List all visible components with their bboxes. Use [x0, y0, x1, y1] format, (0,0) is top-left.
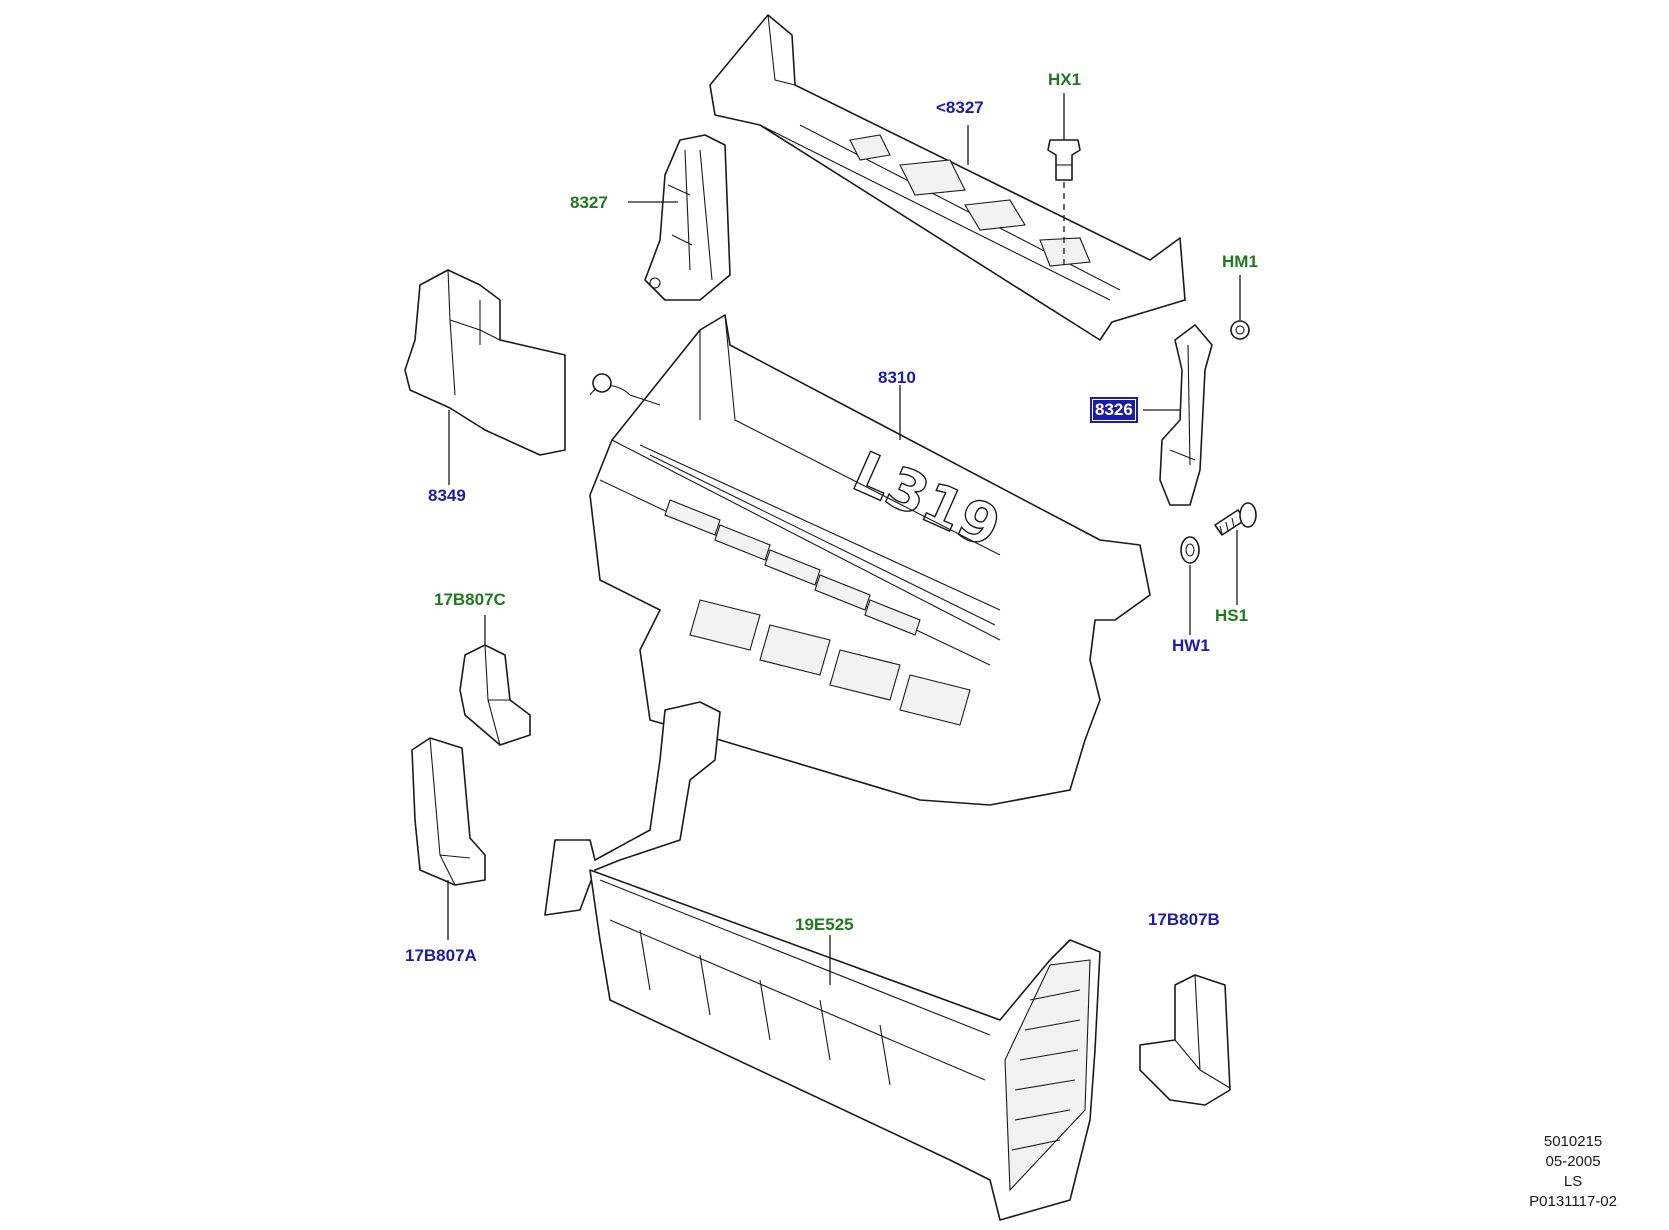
lower-duct-part[interactable] — [544, 701, 1101, 1221]
block-17b807b-part[interactable] — [1139, 974, 1231, 1106]
callout-block-c[interactable]: 17B807C — [434, 590, 506, 609]
screw-hs1-part[interactable] — [1214, 502, 1257, 536]
stamp-part-number: P0131117-02 — [1529, 1193, 1617, 1210]
side-bracket-part[interactable] — [1159, 324, 1213, 506]
callout-block-a[interactable]: 17B807A — [405, 946, 477, 965]
callout-upper-bracket[interactable]: 8327 — [570, 193, 608, 212]
callout-clip-hm1[interactable]: HM1 — [1222, 252, 1258, 271]
callout-seal-8349[interactable]: 8349 — [428, 486, 466, 505]
air-guide-main-part[interactable]: L319 — [589, 314, 1151, 806]
stamp-number: 5010215 — [1543, 1133, 1603, 1150]
callout-side-bracket-selected[interactable]: 8326 — [1090, 397, 1138, 423]
callout-block-b[interactable]: 17B807B — [1148, 910, 1220, 929]
block-17b807c-part[interactable] — [459, 644, 531, 746]
clip-hx1-part[interactable] — [1047, 139, 1081, 181]
upper-bracket-part[interactable] — [644, 134, 731, 301]
stamp-date: 05-2005 — [1545, 1153, 1601, 1170]
stamp-code: LS — [1563, 1173, 1583, 1190]
callout-screw-hs1[interactable]: HS1 — [1215, 606, 1249, 625]
callout-lower-duct[interactable]: 19E525 — [795, 915, 854, 934]
seal-8349-part[interactable] — [404, 269, 566, 456]
diagram-reference-stamp: 5010215 05-2005 LS P0131117-02 — [1529, 1132, 1617, 1212]
washer-hw1-part[interactable] — [1180, 536, 1200, 564]
callout-air-guide-main[interactable]: 8310 — [878, 368, 916, 387]
clip-hm1-part[interactable] — [1230, 320, 1250, 340]
callout-upper-deflector[interactable]: <8327 — [936, 98, 984, 117]
callout-clip-hx1[interactable]: HX1 — [1048, 70, 1082, 89]
upper-deflector-part[interactable] — [709, 14, 1186, 341]
leader-lines — [447, 93, 1241, 985]
block-17b807a-part[interactable] — [411, 737, 486, 886]
callout-washer-hw1[interactable]: HW1 — [1172, 636, 1210, 655]
